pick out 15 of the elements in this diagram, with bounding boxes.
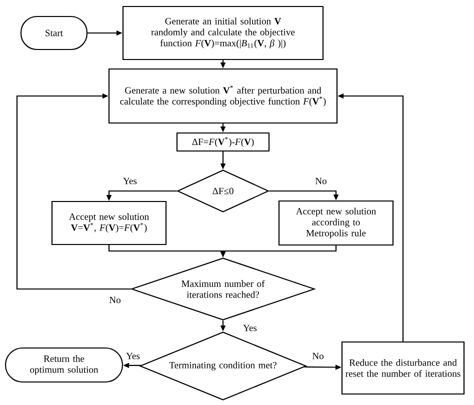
edge-label: Yes	[242, 324, 258, 332]
process-box: Accept new solution V=V$^{*}$, F(V)=F(V$^{*}$)	[51, 200, 167, 246]
arrow	[16, 93, 131, 290]
edge-label: Yes	[122, 176, 138, 186]
process-box: Reduce the disturbance and reset the number of iterations	[341, 341, 465, 395]
edge-label: No	[314, 176, 328, 186]
process-box: ΔF=F(V$^{*}$)-F(V)	[176, 132, 270, 152]
edge-label: Yes	[125, 352, 141, 360]
process-box: Accept new solution according to Metropolis rule	[278, 200, 394, 246]
end-terminal: Return the optimum solution	[4, 347, 124, 383]
process-box: Generate an initial solution V randomly and calculate the objective function F(V)=max(|B$_{11}$(V, β )|)	[122, 6, 324, 60]
start-terminal: Start	[20, 16, 88, 50]
process-box: Generate a new solution V$^{*}$ after perturbation and calculate the corresponding objective function F(V$^{*}$)	[108, 68, 338, 124]
edge-label: No	[108, 296, 122, 304]
edge-label: No	[311, 352, 325, 360]
